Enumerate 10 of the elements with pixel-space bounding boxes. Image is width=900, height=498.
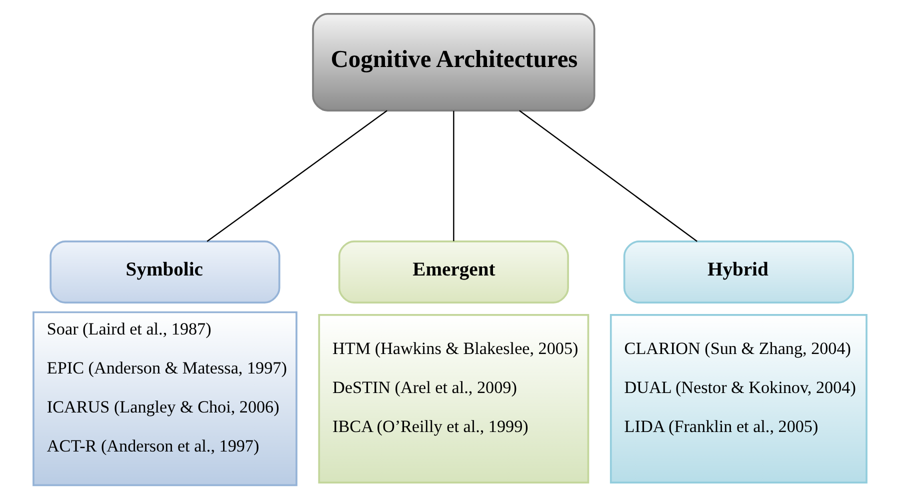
node-box: Cognitive Architectures [312,12,596,111]
node-box: Emergent [338,240,569,303]
connector [453,110,454,241]
node-box: Symbolic [50,240,280,303]
node-box: CLARION (Sun & Zhang, 2004) DUAL (Nestor & Kokinov, 2004) LIDA (Franklin et al., 2005) [610,314,868,483]
connector [519,110,698,242]
connector [206,110,388,242]
node-box: Soar (Laird et al., 1987) EPIC (Anderson & Matessa, 1997) ICARUS (Langley & Choi, 2006) ACT-R (Anderson et al., 1997) [32,310,298,486]
node-box: Hybrid [623,240,854,303]
node-box: HTM (Hawkins & Blakeslee, 2005) DeSTIN (Arel et al., 2009) IBCA (O’Reilly et al., 1999) [318,314,590,483]
